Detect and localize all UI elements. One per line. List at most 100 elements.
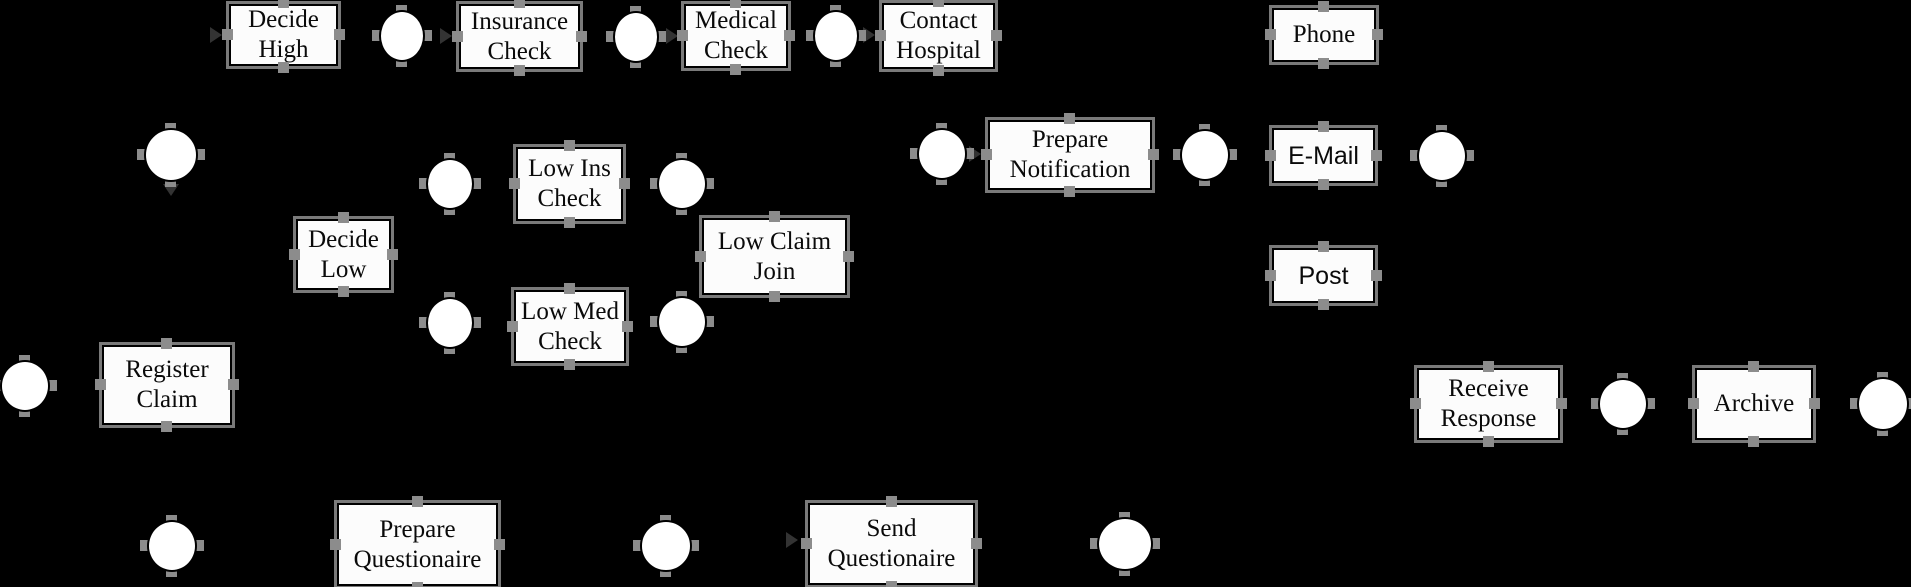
place-start[interactable] (0, 355, 57, 417)
task-label: E-Mail (1288, 141, 1359, 170)
place-before-low-med-check[interactable] (419, 292, 481, 354)
port-nub (513, 65, 525, 76)
place-end[interactable] (1850, 372, 1911, 436)
place-after-email[interactable] (1410, 125, 1474, 187)
port-nub (140, 540, 151, 551)
place-after-low-med-check[interactable] (650, 291, 714, 353)
port-nub (1482, 436, 1494, 447)
port-nub (730, 64, 741, 75)
task-label: Phone (1292, 21, 1356, 48)
port-nub (703, 316, 714, 327)
task-post[interactable]: Post (1265, 241, 1382, 310)
port-nub (277, 0, 289, 8)
port-nub (855, 30, 866, 41)
port-nub (222, 29, 233, 40)
port-nub (419, 317, 430, 328)
task-e-mail[interactable]: E-Mail (1265, 121, 1382, 190)
port-nub (1064, 113, 1075, 124)
port-nub (194, 149, 205, 160)
place-after-insurance-check[interactable] (606, 6, 666, 68)
port-nub (1318, 58, 1329, 69)
place-after-medical-check[interactable] (806, 5, 866, 67)
port-nub (1265, 149, 1276, 161)
port-nub (1317, 179, 1329, 190)
port-nub (1372, 29, 1383, 40)
port-nub (768, 291, 780, 302)
place-circle (1598, 378, 1648, 430)
place-before-notification[interactable] (910, 123, 974, 185)
port-nub (137, 149, 148, 160)
port-nub (730, 0, 741, 8)
port-nub (1317, 121, 1329, 132)
port-nub (1317, 299, 1329, 310)
place-after-notification[interactable] (1173, 124, 1237, 186)
port-nub (650, 316, 661, 327)
port-nub (1748, 361, 1759, 372)
arrowhead-icon (786, 532, 798, 548)
place-before-high-branch[interactable] (137, 123, 205, 187)
port-nub (1318, 1, 1329, 12)
port-nub (633, 540, 644, 551)
place-after-low-ins-check[interactable] (650, 153, 714, 215)
port-nub (695, 250, 706, 262)
arrowhead-icon (163, 184, 179, 196)
place-before-questionaire[interactable] (140, 515, 204, 577)
port-nub (334, 29, 345, 40)
arrowhead-icon (440, 28, 452, 44)
port-nub (801, 538, 812, 549)
port-nub (1064, 186, 1075, 197)
place-circle (144, 128, 198, 182)
place-before-low-ins-check[interactable] (419, 153, 481, 215)
place-circle (917, 128, 967, 180)
task-label: Archive (1713, 390, 1795, 417)
port-nub (161, 338, 172, 349)
port-nub (1556, 398, 1567, 409)
place-circle (426, 297, 474, 349)
port-nub (1371, 269, 1382, 281)
port-nub (193, 540, 204, 551)
task-phone[interactable]: Phone (1265, 1, 1383, 69)
port-nub (419, 178, 430, 189)
place-after-decide-high[interactable] (372, 5, 432, 67)
port-nub (971, 538, 982, 549)
place-after-send-quest[interactable] (1090, 512, 1160, 576)
port-nub (452, 30, 463, 42)
port-nub (507, 320, 518, 332)
place-after-prepare-quest[interactable] (633, 515, 699, 577)
place-circle (0, 360, 50, 412)
place-circle (1857, 377, 1909, 431)
place-circle (613, 11, 659, 63)
port-nub (564, 283, 575, 294)
task-archive[interactable]: Archive (1688, 361, 1820, 447)
port-nub (1748, 436, 1759, 447)
port-nub (885, 581, 897, 587)
place-circle (1097, 517, 1153, 571)
port-nub (1265, 269, 1276, 281)
port-nub (161, 421, 172, 432)
port-nub (95, 379, 106, 390)
port-nub (1410, 398, 1421, 409)
port-nub (1809, 398, 1820, 409)
port-nub (372, 30, 383, 41)
place-before-archive[interactable] (1591, 373, 1655, 435)
port-nub (768, 211, 780, 222)
port-nub (655, 31, 666, 42)
